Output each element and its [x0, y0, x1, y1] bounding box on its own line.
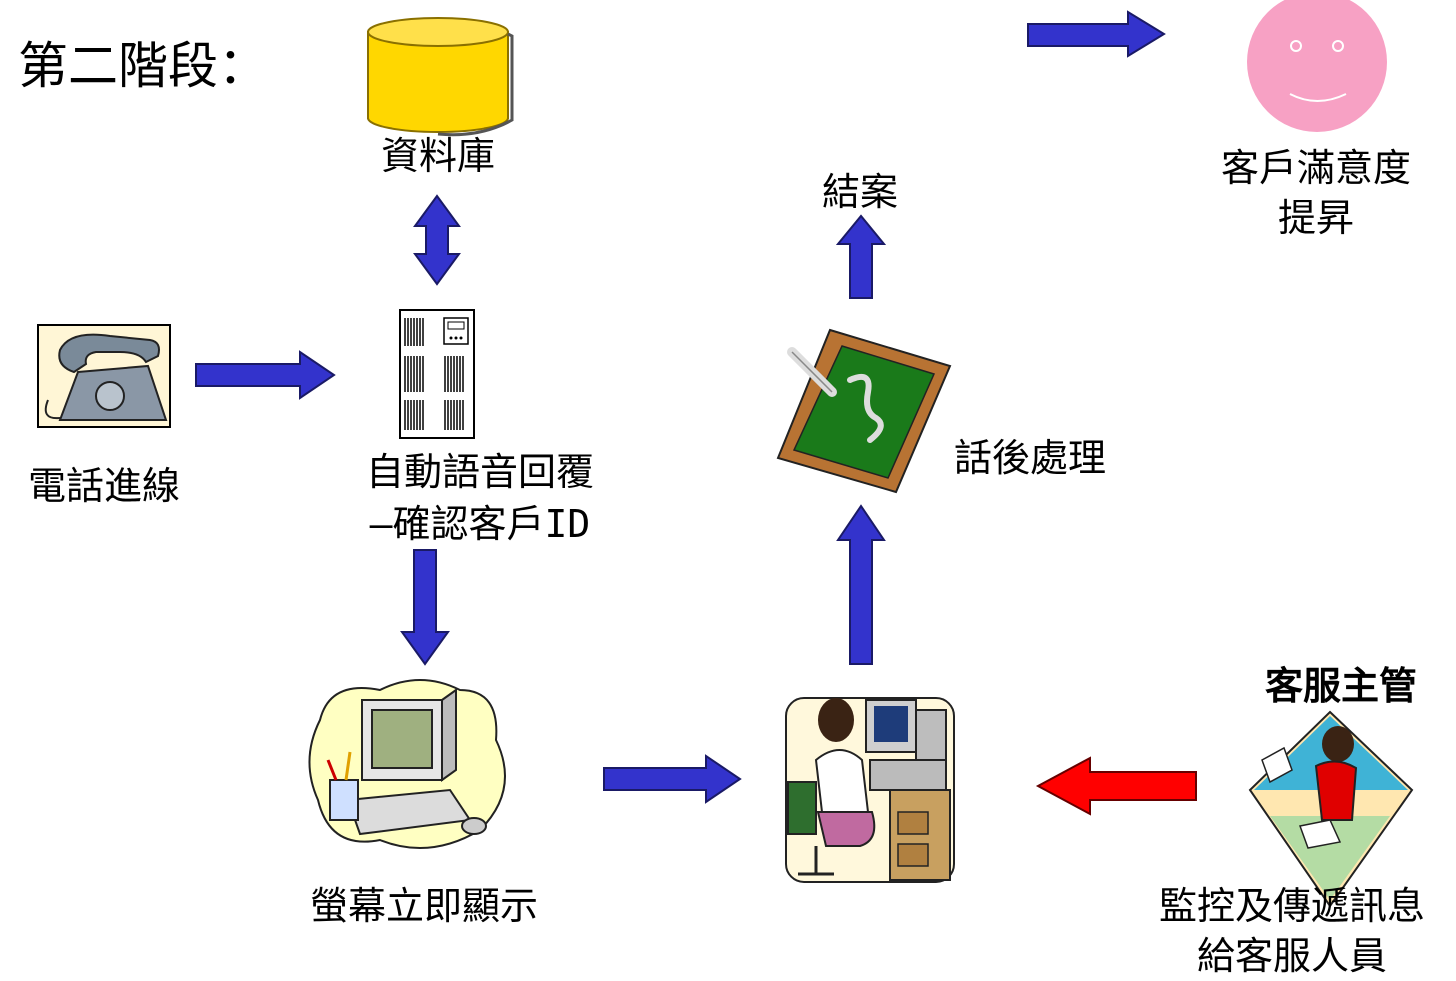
arrow-ivr-database — [413, 194, 461, 286]
arrow-ivr-to-screen — [400, 549, 450, 666]
monitor-label-line2: 給客服人員 — [1196, 934, 1387, 978]
satisfaction-label-line2: 提昇 — [1277, 196, 1354, 240]
smiley-face-icon — [1247, 0, 1387, 132]
computer-monitor-icon — [308, 679, 506, 849]
ivr-label-line2: —確認客戶ID — [369, 502, 591, 546]
arrow-screen-to-agent — [603, 754, 742, 804]
call-center-agent-icon — [785, 697, 955, 883]
server-tower-icon — [399, 309, 475, 439]
arrow-phone-to-ivr — [195, 350, 336, 400]
database-label: 資料庫 — [380, 134, 495, 178]
arrow-agent-to-after-call — [836, 504, 886, 665]
page-title: 第二階段： — [18, 37, 268, 95]
screen-label: 螢幕立即顯示 — [309, 884, 538, 928]
arrow-after-call-to-close — [835, 214, 887, 299]
ivr-label-line1: 自動語音回覆 — [365, 450, 594, 494]
phone-label: 電話進線 — [27, 464, 180, 508]
after-call-label: 話後處理 — [953, 436, 1106, 480]
arrow-to-satisfaction — [1027, 10, 1166, 58]
database-cylinder-icon — [367, 17, 514, 137]
telephone-icon — [37, 324, 171, 428]
arrow-supervisor-to-agent — [1035, 756, 1197, 816]
chalkboard-icon — [776, 328, 952, 494]
close-label: 結案 — [821, 170, 898, 214]
supervisor-icon — [1248, 710, 1414, 908]
supervisor-label: 客服主管 — [1264, 664, 1417, 708]
satisfaction-label-line1: 客戶滿意度 — [1220, 146, 1411, 190]
monitor-label-line1: 監控及傳遞訊息 — [1158, 884, 1425, 928]
